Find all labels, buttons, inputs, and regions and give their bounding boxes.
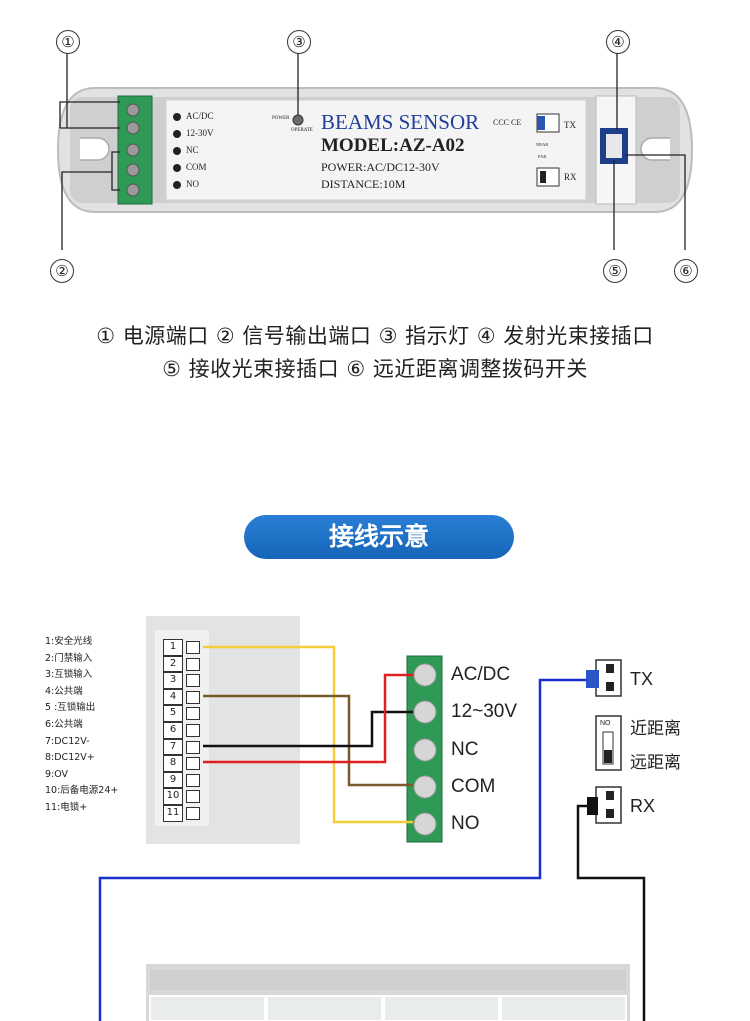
rx-plug xyxy=(587,797,598,815)
terminal-label-no: NO xyxy=(451,813,480,834)
mount-hole-right xyxy=(640,137,670,161)
terminal-screw-2 xyxy=(186,657,200,671)
terminal-screw-7 xyxy=(186,740,200,754)
wire-blue xyxy=(98,678,596,1021)
device-terminal-label-voltage: 12-30V xyxy=(186,128,214,138)
device-dip-near: NEAR xyxy=(536,142,549,147)
callout-5: ⑤ xyxy=(603,259,627,283)
mount-hole-left xyxy=(80,137,110,161)
device-terminal-label-no: NO xyxy=(186,179,199,189)
device-terminal-label-nc: NC xyxy=(186,145,199,155)
terminal-number-1: 1 xyxy=(163,639,183,656)
wire-yellow xyxy=(203,645,413,824)
wiring-section-title: 接线示意 xyxy=(244,515,514,559)
terminal-screw-6 xyxy=(186,724,200,737)
terminal-label-com: COM xyxy=(451,776,496,797)
pin-label-1: 1:安全光线 xyxy=(45,636,93,647)
terminal-number-6: 6 xyxy=(163,722,183,739)
dip-no-label: NO xyxy=(600,720,611,727)
terminal-label-voltage: 12~30V xyxy=(451,701,518,722)
device-label-face xyxy=(165,99,587,201)
near-distance-label: 近距离 xyxy=(630,719,681,739)
tx-plug xyxy=(586,670,599,688)
terminal-label-acdc: AC/DC xyxy=(451,664,511,685)
led-power-label: POWER xyxy=(272,116,290,121)
terminal-screw-11 xyxy=(186,807,200,820)
wire-red xyxy=(203,673,413,764)
wire-black-rx xyxy=(576,804,646,1021)
terminal-number-3: 3 xyxy=(163,672,183,689)
terminal-number-9: 9 xyxy=(163,771,183,789)
device-brand: BEAMS SENSOR xyxy=(321,110,480,134)
terminal-screw-10 xyxy=(186,790,200,804)
device-model: MODEL:AZ-A02 xyxy=(321,135,465,156)
terminal-screw-4 xyxy=(186,690,200,704)
pin-label-7: 7:DC12V- xyxy=(45,735,90,747)
device-illustration xyxy=(56,52,694,250)
callout-4: ④ xyxy=(606,30,630,54)
device-rx-label: RX xyxy=(564,172,577,182)
callout-6: ⑥ xyxy=(674,259,698,283)
rx-label: RX xyxy=(630,796,656,816)
terminal-number-7: 7 xyxy=(163,738,183,756)
pin-label-8: 8:DC12V+ xyxy=(45,752,95,764)
pin-label-10: 10:后备电源24+ xyxy=(45,785,119,797)
terminal-number-10: 10 xyxy=(163,788,183,805)
pin-label-5: 5 :互锁输出 xyxy=(45,702,96,714)
far-distance-label: 远距离 xyxy=(630,753,681,773)
callout-2: ② xyxy=(50,259,74,283)
led-operate-label: OPERATE xyxy=(291,128,313,133)
device-photo xyxy=(0,0,750,300)
device-power: POWER:AC/DC12-30V xyxy=(321,160,440,174)
indicator-led xyxy=(292,114,304,126)
terminal-number-4: 4 xyxy=(163,688,183,706)
callout-3: ③ xyxy=(287,30,311,54)
pin-label-6: 6:公共端 xyxy=(45,719,83,730)
tx-label: TX xyxy=(630,669,654,689)
pin-label-4: 4:公共端 xyxy=(45,685,83,697)
device-tx-label: TX xyxy=(564,120,576,130)
terminal-number-2: 2 xyxy=(163,655,183,673)
pin-label-11: 11:电锁+ xyxy=(45,802,88,813)
terminal-screw-1 xyxy=(186,641,200,654)
wire-brown xyxy=(203,694,413,787)
pin-label-2: 2:门禁输入 xyxy=(45,652,93,664)
legend-line-2: ⑤ 接收光束接插口 ⑥ 远近距离调整拨码开关 xyxy=(162,357,588,381)
callout-1: ① xyxy=(56,30,80,54)
terminal-label-nc: NC xyxy=(451,739,479,760)
pin-label-9: 9:OV xyxy=(45,768,69,780)
pin-label-3: 3:互锁输入 xyxy=(45,669,93,681)
device-dip-far: FAR xyxy=(538,154,547,159)
terminal-screw-8 xyxy=(186,757,200,771)
device-terminal-label-acdc: AC/DC xyxy=(186,111,214,121)
wire-black xyxy=(203,710,413,748)
certification-marks: CCC CE xyxy=(493,118,522,127)
terminal-number-8: 8 xyxy=(163,755,183,772)
legend-line-1: ① 电源端口 ② 信号输出端口 ③ 指示灯 ④ 发射光束接插口 xyxy=(96,324,654,348)
terminal-number-11: 11 xyxy=(163,805,183,822)
device-distance: DISTANCE:10M xyxy=(321,177,406,191)
terminal-number-5: 5 xyxy=(163,705,183,722)
device-terminal-label-com: COM xyxy=(186,162,207,172)
terminal-screw-5 xyxy=(186,707,200,721)
terminal-screw-9 xyxy=(186,773,200,787)
terminal-screw-3 xyxy=(186,674,200,688)
